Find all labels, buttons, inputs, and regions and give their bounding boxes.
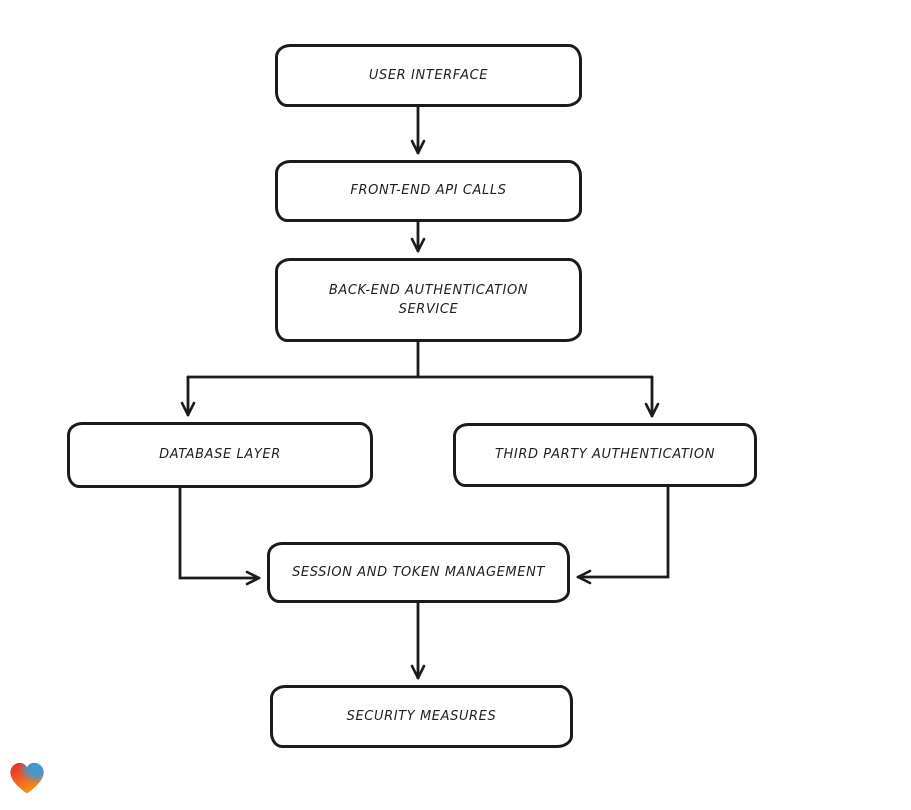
node-label: BACK-END AUTHENTICATION SERVICE: [328, 282, 529, 318]
node-back-end-authentication-service: BACK-END AUTHENTICATION SERVICE: [275, 258, 582, 342]
node-label: DATABASE LAYER: [159, 447, 281, 463]
node-security-measures: SECURITY MEASURES: [270, 685, 573, 748]
node-label: THIRD PARTY AUTHENTICATION: [494, 447, 716, 463]
node-user-interface: USER INTERFACE: [275, 44, 582, 107]
edge-third-party-auth-to-session-token: [576, 485, 670, 585]
node-database-layer: DATABASE LAYER: [67, 422, 373, 488]
node-session-and-token-management: SESSION AND TOKEN MANAGEMENT: [267, 542, 570, 603]
node-label: FRONT-END API CALLS: [350, 183, 507, 199]
node-label: USER INTERFACE: [368, 67, 489, 83]
brand-heart-icon: [10, 762, 44, 794]
edge-database-layer-to-session-token: [178, 486, 261, 586]
node-third-party-authentication: THIRD PARTY AUTHENTICATION: [453, 423, 757, 487]
node-front-end-api-calls: FRONT-END API CALLS: [275, 160, 582, 222]
node-label: SECURITY MEASURES: [346, 708, 497, 724]
node-label: SESSION AND TOKEN MANAGEMENT: [292, 564, 545, 580]
